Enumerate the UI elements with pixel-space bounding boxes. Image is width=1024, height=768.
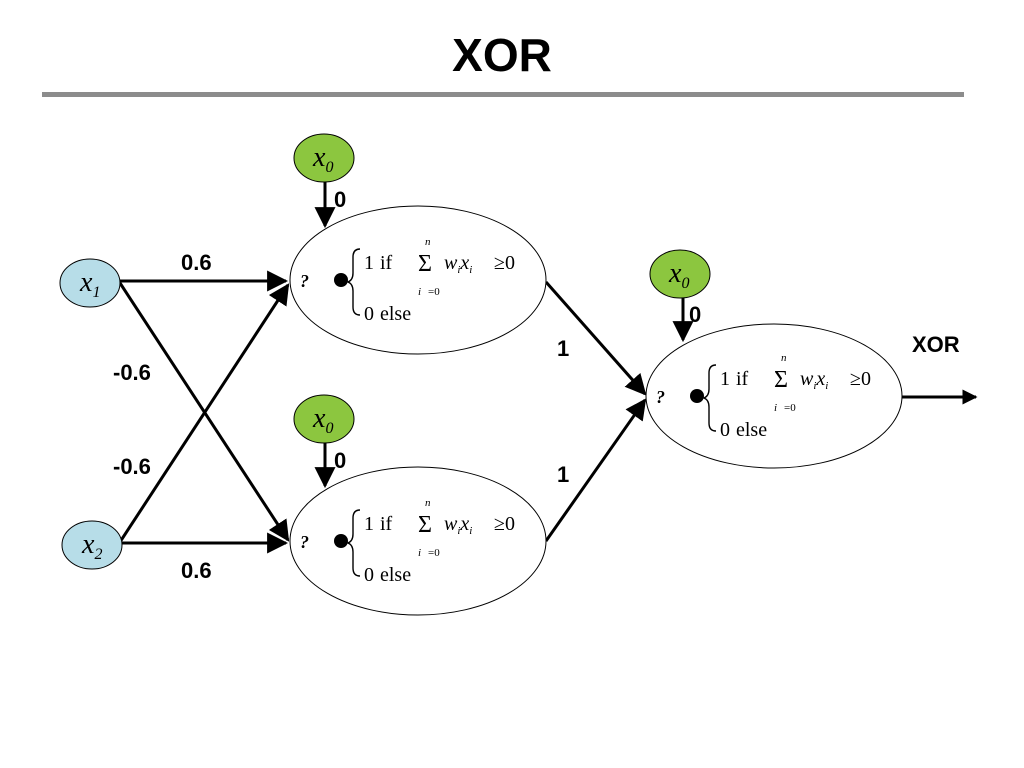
activation-formula: ? 1 if nΣi =0 wixi ≥0 0 else xyxy=(300,236,515,325)
sum-lower-tail: =0 xyxy=(784,402,796,414)
formula-dot xyxy=(334,273,348,287)
input-node-x2: x2 xyxy=(61,520,123,570)
neuron-hidden-bottom: ? 1 if nΣi =0 wixi ≥0 0 else xyxy=(289,466,547,616)
sum-lower-tail: =0 xyxy=(428,286,440,298)
bias-output-weight: 0 xyxy=(689,302,701,327)
formula-term: wixi xyxy=(444,513,472,537)
weight-x1-bottom: -0.6 xyxy=(113,360,151,385)
formula-case2-word: else xyxy=(380,564,411,586)
bias-bottom-weight: 0 xyxy=(334,448,346,473)
svg-text:x0: x0 xyxy=(668,258,689,292)
formula-case1-word: if xyxy=(736,368,749,390)
page-title: XOR xyxy=(452,29,552,81)
bias-node-top: x0 xyxy=(293,133,355,183)
formula-lhs: ? xyxy=(300,271,309,291)
weight-top-output: 1 xyxy=(557,336,569,361)
title-divider xyxy=(42,92,964,97)
svg-text:x1: x1 xyxy=(79,267,100,301)
formula-comparison: ≥0 xyxy=(850,368,871,390)
weight-bottom-output: 1 xyxy=(557,462,569,487)
formula-case2-value: 0 xyxy=(364,564,374,586)
formula-lhs: ? xyxy=(300,532,309,552)
edge-bottom-output xyxy=(544,398,647,542)
formula-dot xyxy=(690,389,704,403)
sum-upper: n xyxy=(425,236,431,248)
formula-comparison: ≥0 xyxy=(494,513,515,535)
formula-case1-value: 1 xyxy=(364,252,374,274)
formula-dot xyxy=(334,534,348,548)
sum-lower: i xyxy=(418,547,421,559)
svg-text:x0: x0 xyxy=(312,403,333,437)
formula-term: wixi xyxy=(800,368,828,392)
edge-x2-top xyxy=(118,283,290,543)
formula-case1-value: 1 xyxy=(720,368,730,390)
formula-case1-word: if xyxy=(380,513,393,535)
sum-lower: i xyxy=(774,402,777,414)
neuron-hidden-top: ? 1 if nΣi =0 wixi ≥0 0 else xyxy=(289,205,547,355)
input-node-x1: x1 xyxy=(59,258,121,308)
bias-node-bottom: x0 xyxy=(293,394,355,444)
formula-case1-word: if xyxy=(380,252,393,274)
activation-formula: ? 1 if nΣi =0 wixi ≥0 0 else xyxy=(300,497,515,586)
sum-upper: n xyxy=(781,352,787,364)
formula-lhs: ? xyxy=(656,387,665,407)
formula-case1-value: 1 xyxy=(364,513,374,535)
sum-symbol: Σ xyxy=(418,512,432,538)
formula-brace xyxy=(346,248,361,316)
bias-node-output: x0 xyxy=(649,249,711,299)
bias-top-weight: 0 xyxy=(334,187,346,212)
formula-case2-value: 0 xyxy=(364,303,374,325)
formula-case2-value: 0 xyxy=(720,419,730,441)
formula-case2-word: else xyxy=(380,303,411,325)
sum-upper: n xyxy=(425,497,431,509)
edge-top-output xyxy=(544,281,647,396)
neuron-output: ? 1 if nΣi =0 wixi ≥0 0 else xyxy=(645,323,903,469)
weight-x2-top: -0.6 xyxy=(113,454,151,479)
formula-brace xyxy=(702,364,717,432)
sum-lower: i xyxy=(418,286,421,298)
formula-case2-word: else xyxy=(736,419,767,441)
activation-formula: ? 1 if nΣi =0 wixi ≥0 0 else xyxy=(656,352,871,441)
formula-brace xyxy=(346,509,361,577)
output-label: XOR xyxy=(912,332,960,357)
svg-text:x0: x0 xyxy=(312,142,333,176)
sum-symbol: Σ xyxy=(774,367,788,393)
sum-lower-tail: =0 xyxy=(428,547,440,559)
formula-term: wixi xyxy=(444,252,472,276)
formula-comparison: ≥0 xyxy=(494,252,515,274)
weight-x2-bottom: 0.6 xyxy=(181,558,212,583)
svg-text:x2: x2 xyxy=(81,529,102,563)
weight-x1-top: 0.6 xyxy=(181,250,212,275)
sum-symbol: Σ xyxy=(418,251,432,277)
